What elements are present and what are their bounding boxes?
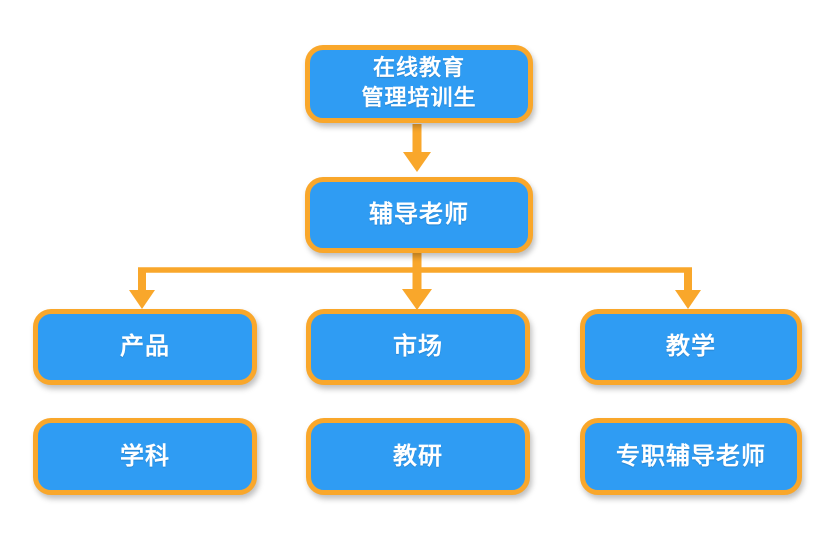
arrow-down-icon <box>403 152 431 172</box>
node-management-trainee: 在线教育 管理培训生 <box>305 45 533 123</box>
node-teaching-research-label: 教研 <box>393 441 443 470</box>
node-market: 市场 <box>306 309 530 385</box>
node-tutor-label: 辅导老师 <box>369 200 469 229</box>
node-subject: 学科 <box>33 418 257 495</box>
arrow-down-icon <box>129 290 155 309</box>
node-product-label: 产品 <box>120 332 170 361</box>
node-tutor: 辅导老师 <box>305 177 533 253</box>
node-management-trainee-label-line1: 在线教育 <box>372 56 465 81</box>
arrow-down-icon <box>402 289 432 310</box>
arrow-down-icon <box>675 290 701 309</box>
node-fulltime-tutor: 专职辅导老师 <box>580 418 802 495</box>
node-management-trainee-label-line2: 管理培训生 <box>361 86 477 111</box>
node-teaching: 教学 <box>580 309 802 385</box>
node-subject-label: 学科 <box>120 441 170 470</box>
node-teaching-label: 教学 <box>666 332 716 361</box>
node-fulltime-tutor-label: 专职辅导老师 <box>616 441 766 470</box>
node-teaching-research: 教研 <box>306 418 530 495</box>
node-market-label: 市场 <box>393 332 443 361</box>
node-product: 产品 <box>33 309 257 385</box>
